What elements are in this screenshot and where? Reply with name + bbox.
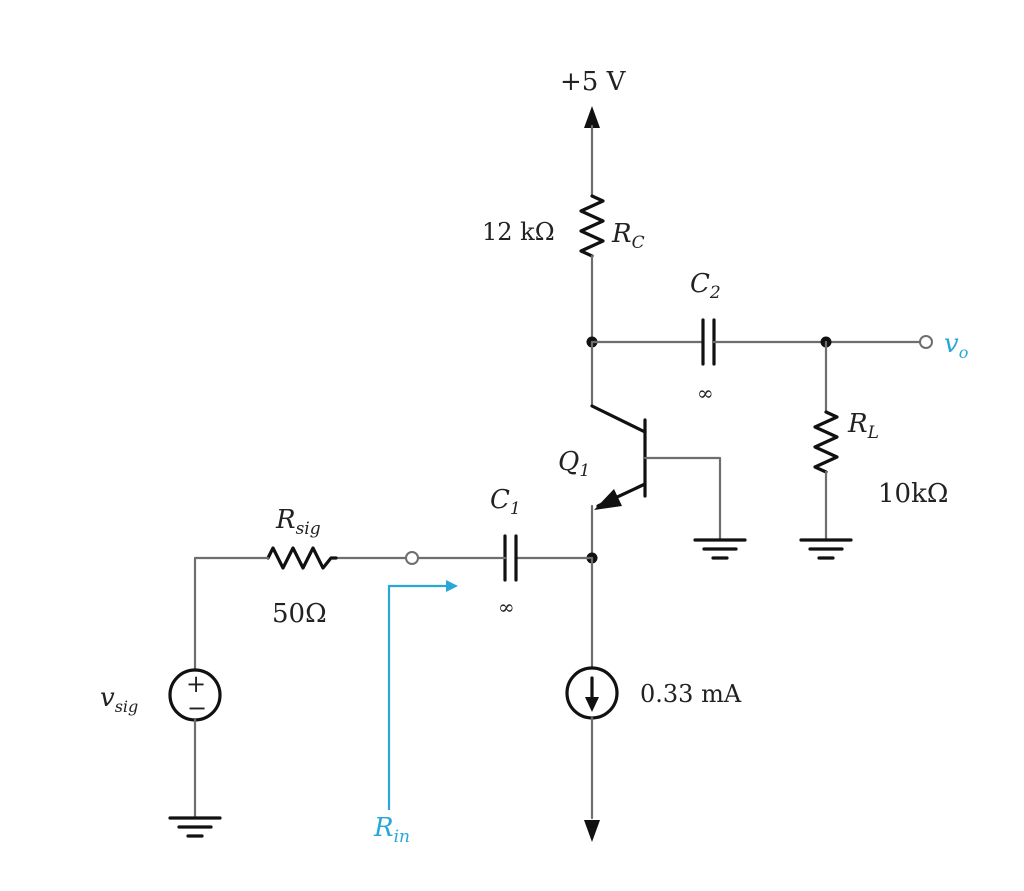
q1-label: Q1 xyxy=(558,447,590,481)
rl-value: 10kΩ xyxy=(878,479,948,509)
input-terminal xyxy=(405,551,419,565)
vsig-minus: − xyxy=(187,694,207,722)
rsig-label: Rsig xyxy=(275,505,321,539)
rin-label: Rin xyxy=(373,813,410,847)
supply-label: +5 V xyxy=(560,67,627,97)
c2-capacitor xyxy=(701,318,716,366)
vsig-plus: + xyxy=(186,670,206,698)
rl-label: RL xyxy=(847,409,879,443)
rsig-resistor xyxy=(266,546,338,570)
c2-label: C2 xyxy=(690,269,721,303)
rc-label: RC xyxy=(611,219,645,253)
supply-down-arrow xyxy=(584,820,600,842)
q1-transistor xyxy=(590,404,647,510)
vsig-label: vsig xyxy=(100,683,138,716)
rl-resistor xyxy=(813,410,839,474)
source-ground-icon xyxy=(168,816,222,838)
rl-ground-icon xyxy=(799,538,853,560)
c1-value: ∞ xyxy=(498,595,515,619)
c1-capacitor xyxy=(503,534,518,582)
supply-arrow xyxy=(584,106,600,198)
c1-label: C1 xyxy=(490,485,521,519)
rin-indicator xyxy=(387,580,458,810)
base-ground-icon xyxy=(693,538,747,560)
current-direction-arrow-icon xyxy=(585,676,599,712)
vo-label: vo xyxy=(944,329,968,362)
rsig-value: 50Ω xyxy=(272,599,327,629)
rc-value: 12 kΩ xyxy=(482,218,555,246)
rc-resistor xyxy=(579,194,605,258)
is-value: 0.33 mA xyxy=(640,680,742,708)
output-terminal xyxy=(919,335,933,349)
c2-value: ∞ xyxy=(697,381,714,405)
